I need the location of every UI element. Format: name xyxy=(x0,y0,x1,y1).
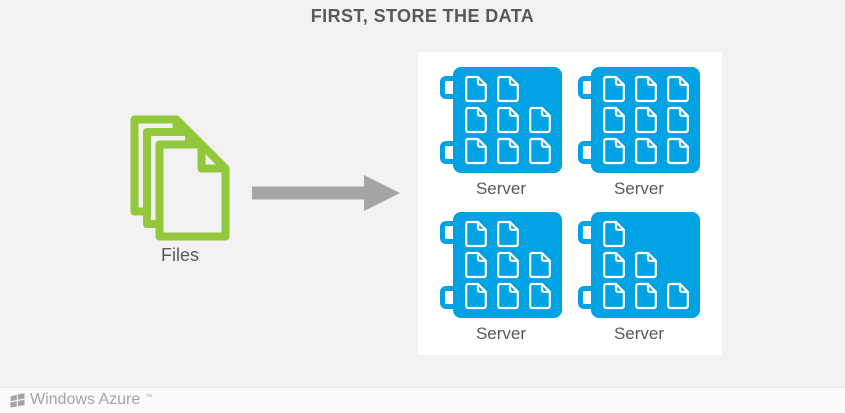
document-grid xyxy=(601,220,691,310)
document-icon xyxy=(602,251,626,279)
document-grid xyxy=(463,220,553,310)
server-box xyxy=(453,66,562,173)
document-icon xyxy=(602,75,626,103)
document-icon xyxy=(496,220,520,248)
document-grid xyxy=(601,75,691,165)
right-arrow-icon xyxy=(252,175,400,211)
document-icon xyxy=(496,106,520,134)
server-cell: Server xyxy=(436,66,566,199)
document-grid xyxy=(463,75,553,165)
document-icon xyxy=(602,137,626,165)
document-icon xyxy=(602,282,626,310)
page-title: FIRST, STORE THE DATA xyxy=(310,6,535,26)
document-icon xyxy=(666,106,690,134)
empty-slot xyxy=(528,75,552,103)
server-label: Server xyxy=(613,178,665,198)
storage-panel: Server Server Server xyxy=(418,52,722,355)
document-icon xyxy=(666,137,690,165)
empty-slot xyxy=(666,251,690,279)
document-icon xyxy=(602,220,626,248)
server-label: Server xyxy=(475,178,527,198)
empty-slot xyxy=(666,220,690,248)
empty-slot xyxy=(528,220,552,248)
document-icon xyxy=(634,106,658,134)
files-label: Files xyxy=(160,245,199,265)
windows-flag-icon xyxy=(10,392,25,407)
server-label: Server xyxy=(613,324,665,344)
document-icon xyxy=(528,251,552,279)
server-icon xyxy=(440,212,562,319)
document-icon xyxy=(496,282,520,310)
document-icon xyxy=(496,251,520,279)
server-box xyxy=(591,212,700,319)
document-icon xyxy=(528,282,552,310)
trademark-mark: ™ xyxy=(145,393,153,401)
document-icon xyxy=(464,220,488,248)
files-group: Files xyxy=(126,115,234,266)
server-icon xyxy=(578,212,700,319)
document-icon xyxy=(666,282,690,310)
document-icon xyxy=(528,106,552,134)
document-icon xyxy=(464,106,488,134)
server-box xyxy=(453,212,562,319)
brand-text: Windows Azure xyxy=(30,391,141,408)
document-icon xyxy=(464,251,488,279)
document-icon xyxy=(464,282,488,310)
server-icon xyxy=(440,66,562,173)
server-label: Server xyxy=(475,324,527,344)
server-cell: Server xyxy=(436,212,566,344)
windows-azure-logo: Windows Azure ™ xyxy=(10,391,152,409)
server-cell: Server xyxy=(574,66,704,199)
document-icon xyxy=(634,137,658,165)
server-cell: Server xyxy=(574,212,704,344)
document-icon xyxy=(634,282,658,310)
document-icon xyxy=(464,75,488,103)
empty-slot xyxy=(634,220,658,248)
document-icon xyxy=(666,75,690,103)
document-icon xyxy=(634,251,658,279)
server-box xyxy=(591,66,700,173)
document-icon xyxy=(496,137,520,165)
document-icon xyxy=(634,75,658,103)
document-icon xyxy=(496,75,520,103)
server-icon xyxy=(578,66,700,173)
footer-bar: Windows Azure ™ xyxy=(0,387,845,413)
document-stack-icon xyxy=(130,115,230,241)
document-icon xyxy=(602,106,626,134)
document-icon xyxy=(528,137,552,165)
document-icon xyxy=(464,137,488,165)
